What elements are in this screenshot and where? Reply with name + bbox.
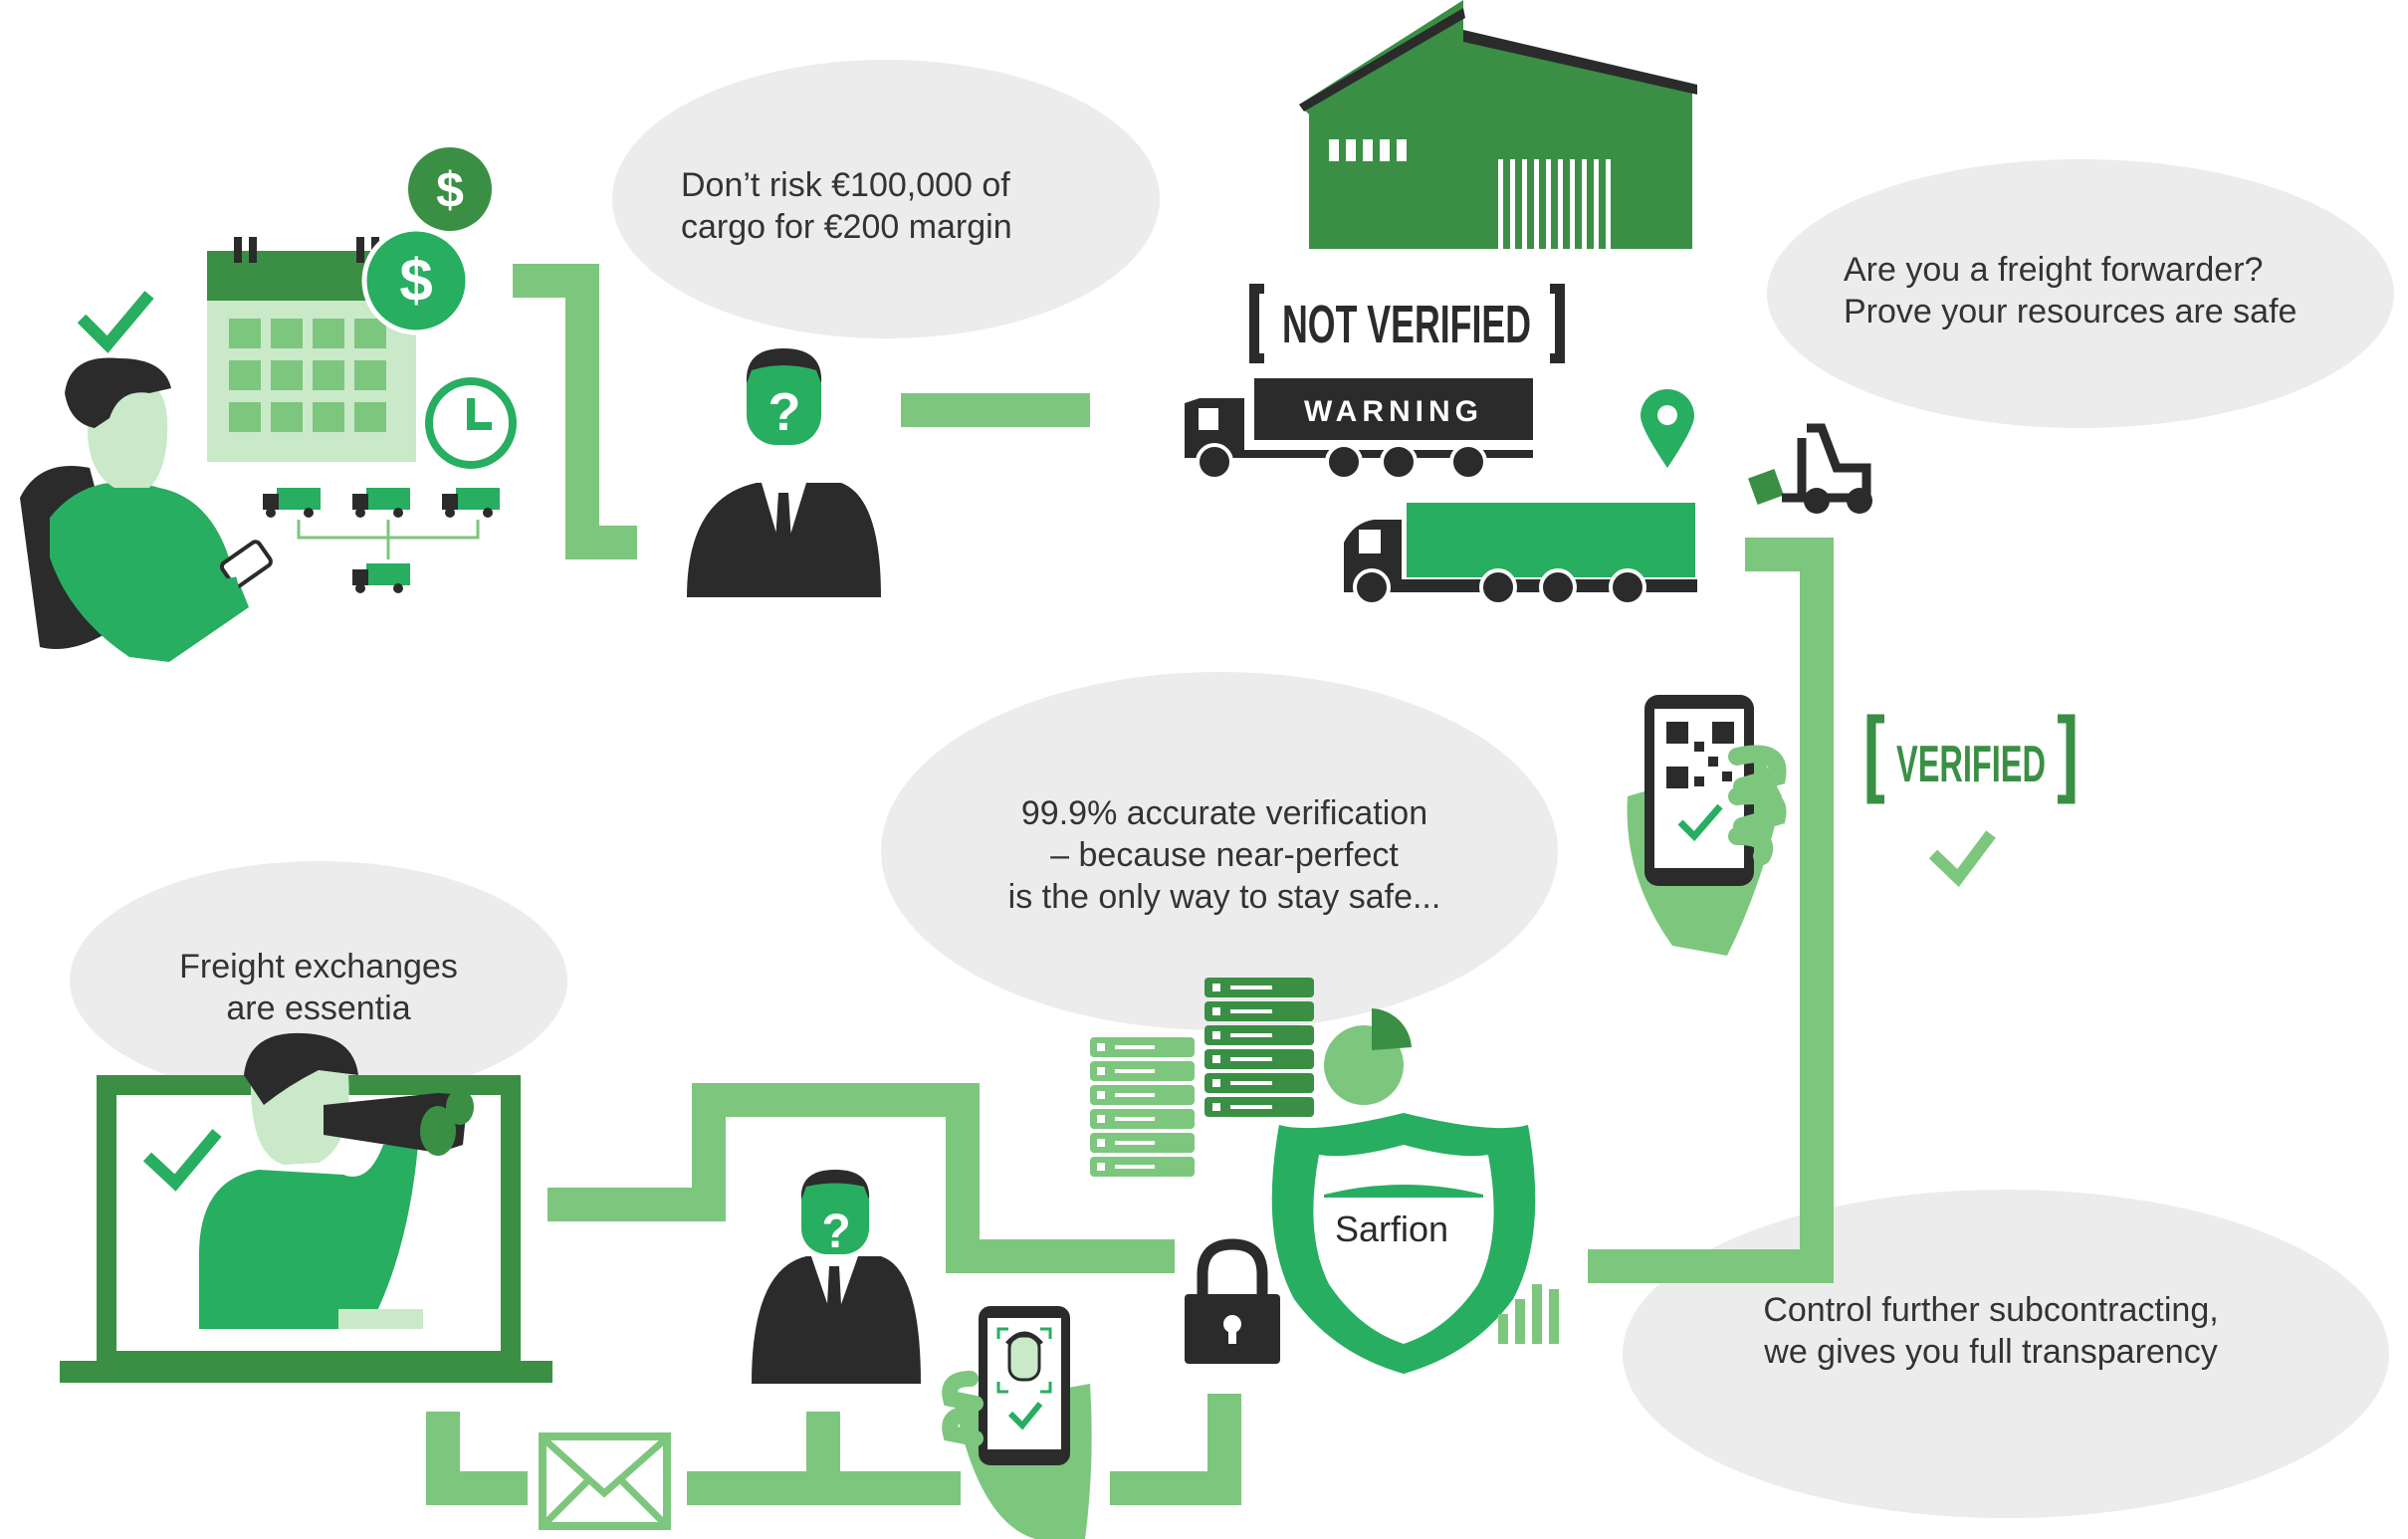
padlock-icon: [1185, 1238, 1280, 1364]
server-icon: [1090, 978, 1314, 1177]
warning-truck-icon: WARNING: [1185, 378, 1533, 481]
dollar-icon: $ $: [361, 147, 492, 335]
envelope-icon: [539, 1432, 671, 1530]
check-icon: [142, 1129, 222, 1192]
bubble-text-subcontract: Control further subcontracting, we gives…: [1692, 1289, 2290, 1373]
binoculars-person: [199, 1032, 474, 1329]
bubble-accuracy: [881, 672, 1558, 1030]
truck-network-icon: [263, 488, 500, 593]
bubble-line: Freight exchanges: [179, 948, 458, 986]
svg-text:WARNING: WARNING: [1304, 395, 1483, 428]
bubble-line: we gives you full transparency: [1764, 1333, 2218, 1371]
not-verified-stamp: NOT VERIFIED: [1249, 284, 1565, 363]
bubble-forwarder: [1767, 159, 2394, 428]
svg-text:?: ?: [768, 382, 801, 442]
forklift-icon: [1748, 423, 1872, 514]
verified-stamp: VERIFIED: [1866, 714, 2076, 804]
bubble-line: 99.9% accurate verification: [1020, 794, 1428, 832]
warehouse-icon: [1299, 0, 1697, 249]
bubble-line: – because near-perfect: [1050, 836, 1399, 874]
check-icon: [77, 291, 154, 353]
pie-chart-icon: [1324, 1008, 1412, 1105]
map-pin-icon: [1641, 389, 1694, 468]
bubble-line: Don’t risk €100,000 of: [681, 166, 1010, 204]
bubble-line: Control further subcontracting,: [1763, 1291, 2219, 1329]
svg-text:$: $: [436, 162, 464, 218]
person-with-phone: [20, 357, 273, 662]
connector-lines: [426, 264, 1834, 1505]
phone-face-scan-icon: [942, 1306, 1092, 1539]
bubble-line: Are you a freight forwarder?: [1844, 251, 2264, 289]
phone-qr-icon: [1627, 695, 1787, 956]
businessman-icon: ?: [687, 348, 881, 597]
svg-text:$: $: [399, 247, 432, 314]
bar-chart-icon: [1498, 1284, 1559, 1344]
bubble-line: Prove your resources are safe: [1844, 293, 2298, 330]
bubble-risk: [612, 60, 1160, 338]
bubble-text-exchanges: Freight exchanges are essentia: [119, 946, 518, 1029]
svg-text:VERIFIED: VERIFIED: [1896, 736, 2046, 793]
bubble-text-forwarder: Are you a freight forwarder? Prove your …: [1844, 249, 2361, 332]
svg-text:Sarfion: Sarfion: [1335, 1209, 1448, 1249]
bubble-text-accuracy: 99.9% accurate verification – because ne…: [936, 792, 1513, 918]
svg-text:?: ?: [821, 1206, 850, 1258]
clock-icon: [425, 377, 517, 469]
check-icon: [1928, 830, 1996, 888]
bubble-exchanges: [70, 861, 567, 1100]
shield-icon: Sarfion: [1271, 1113, 1536, 1374]
svg-text:NOT VERIFIED: NOT VERIFIED: [1282, 295, 1531, 354]
bubble-line: is the only way to stay safe...: [1007, 878, 1441, 916]
truck-icon: [1344, 503, 1697, 606]
businessman-icon: ?: [752, 1170, 921, 1384]
bubble-line: are essentia: [226, 989, 411, 1027]
bubble-line: cargo for €200 margin: [681, 208, 1012, 246]
bubble-text-risk: Don’t risk €100,000 of cargo for €200 ma…: [681, 164, 1099, 248]
